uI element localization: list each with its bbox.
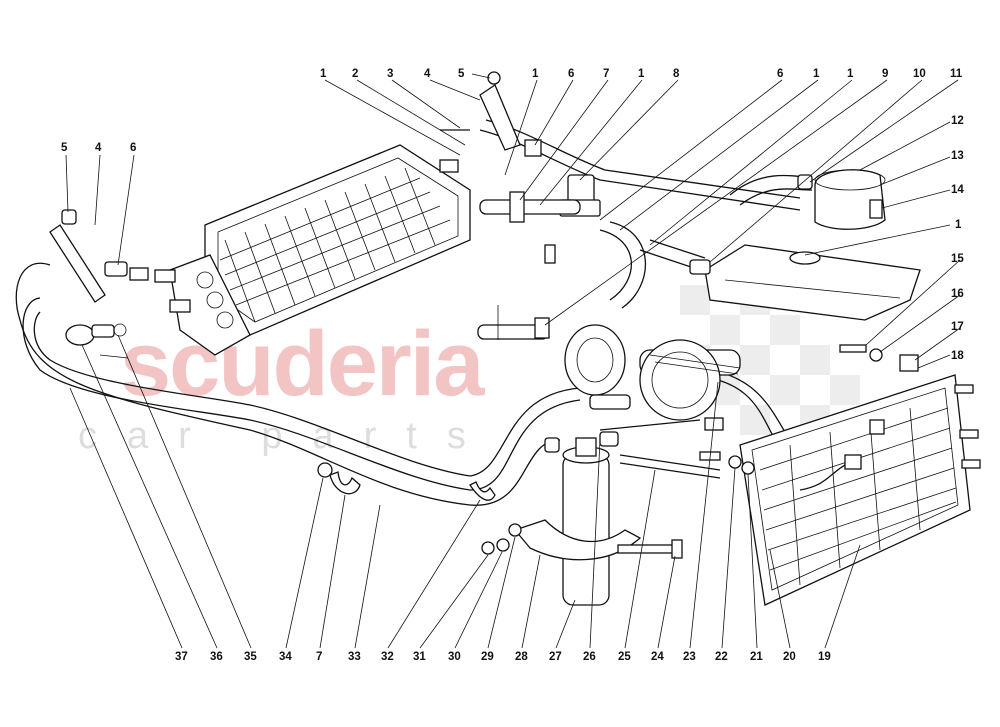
callout-bottom-3: 35 xyxy=(244,651,257,663)
callout-top-7: 6 xyxy=(568,68,574,80)
callouts-right: 12 13 14 1 15 16 17 18 xyxy=(951,115,964,362)
callout-bottom-15: 24 xyxy=(651,651,664,663)
callout-top-9: 1 xyxy=(638,68,645,80)
callout-right-4: 1 xyxy=(955,219,962,231)
callout-top-13: 1 xyxy=(847,68,854,80)
callout-bottom-1: 37 xyxy=(175,651,188,663)
callout-bottom-6: 33 xyxy=(348,651,361,663)
callout-bottom-4: 34 xyxy=(279,651,292,663)
callouts-bottom: 37 36 35 34 7 33 32 31 30 29 28 27 26 25… xyxy=(175,651,831,663)
callout-bottom-13: 26 xyxy=(583,651,596,663)
watermark-brand: scuderia xyxy=(120,313,485,415)
callout-top-14: 9 xyxy=(882,68,888,80)
callout-top-8: 7 xyxy=(603,68,609,80)
callout-bottom-11: 28 xyxy=(515,651,528,663)
callout-top-12: 1 xyxy=(813,68,820,80)
callout-bottom-9: 30 xyxy=(448,651,461,663)
callout-left-1: 5 xyxy=(61,142,68,154)
callout-bottom-19: 20 xyxy=(783,651,796,663)
callout-right-8: 18 xyxy=(951,350,964,362)
expansion-tank xyxy=(814,169,886,230)
evaporator-unit xyxy=(154,144,471,356)
callout-right-1: 12 xyxy=(951,115,964,127)
callout-right-5: 15 xyxy=(951,253,964,265)
callout-bottom-16: 23 xyxy=(683,651,696,663)
receiver-drier xyxy=(513,431,642,606)
callout-right-7: 17 xyxy=(951,321,964,333)
callout-left-3: 6 xyxy=(130,142,136,154)
callout-top-10: 8 xyxy=(673,68,680,80)
callout-right-3: 14 xyxy=(951,184,964,196)
pipe-bracket xyxy=(477,305,550,340)
callout-bottom-20: 19 xyxy=(818,651,831,663)
leader-lines xyxy=(65,73,961,649)
callouts-left: 5 4 6 xyxy=(61,142,136,154)
callout-top-6: 1 xyxy=(532,68,539,80)
reservoir-tray xyxy=(704,244,921,321)
pressure-switch xyxy=(479,71,601,264)
callout-top-2: 2 xyxy=(352,68,358,80)
compressor xyxy=(564,324,741,421)
callout-top-15: 10 xyxy=(913,68,926,80)
callout-top-11: 6 xyxy=(777,68,783,80)
callout-top-1: 1 xyxy=(320,68,327,80)
callout-top-5: 5 xyxy=(458,68,465,80)
callouts-top: 1 2 3 4 5 1 6 7 1 8 6 1 1 9 10 11 xyxy=(320,68,963,80)
long-bolt xyxy=(617,539,683,559)
condenser xyxy=(739,374,981,606)
callout-bottom-18: 21 xyxy=(750,651,763,663)
callout-bottom-7: 32 xyxy=(381,651,394,663)
callout-top-16: 11 xyxy=(950,68,963,80)
expansion-valve-left xyxy=(49,209,149,359)
callout-bottom-12: 27 xyxy=(549,651,562,663)
callout-top-3: 3 xyxy=(387,68,393,80)
callout-top-4: 4 xyxy=(424,68,431,80)
callout-bottom-8: 31 xyxy=(413,651,426,663)
callout-bottom-10: 29 xyxy=(481,651,494,663)
callout-left-2: 4 xyxy=(95,142,102,154)
callout-bottom-5: 7 xyxy=(316,651,322,663)
callout-bottom-14: 25 xyxy=(618,651,631,663)
callout-right-6: 16 xyxy=(951,288,964,300)
callout-bottom-2: 36 xyxy=(210,651,223,663)
watermark-sub: car parts xyxy=(78,415,496,457)
callout-right-2: 13 xyxy=(951,150,964,162)
callout-bottom-17: 22 xyxy=(715,651,728,663)
